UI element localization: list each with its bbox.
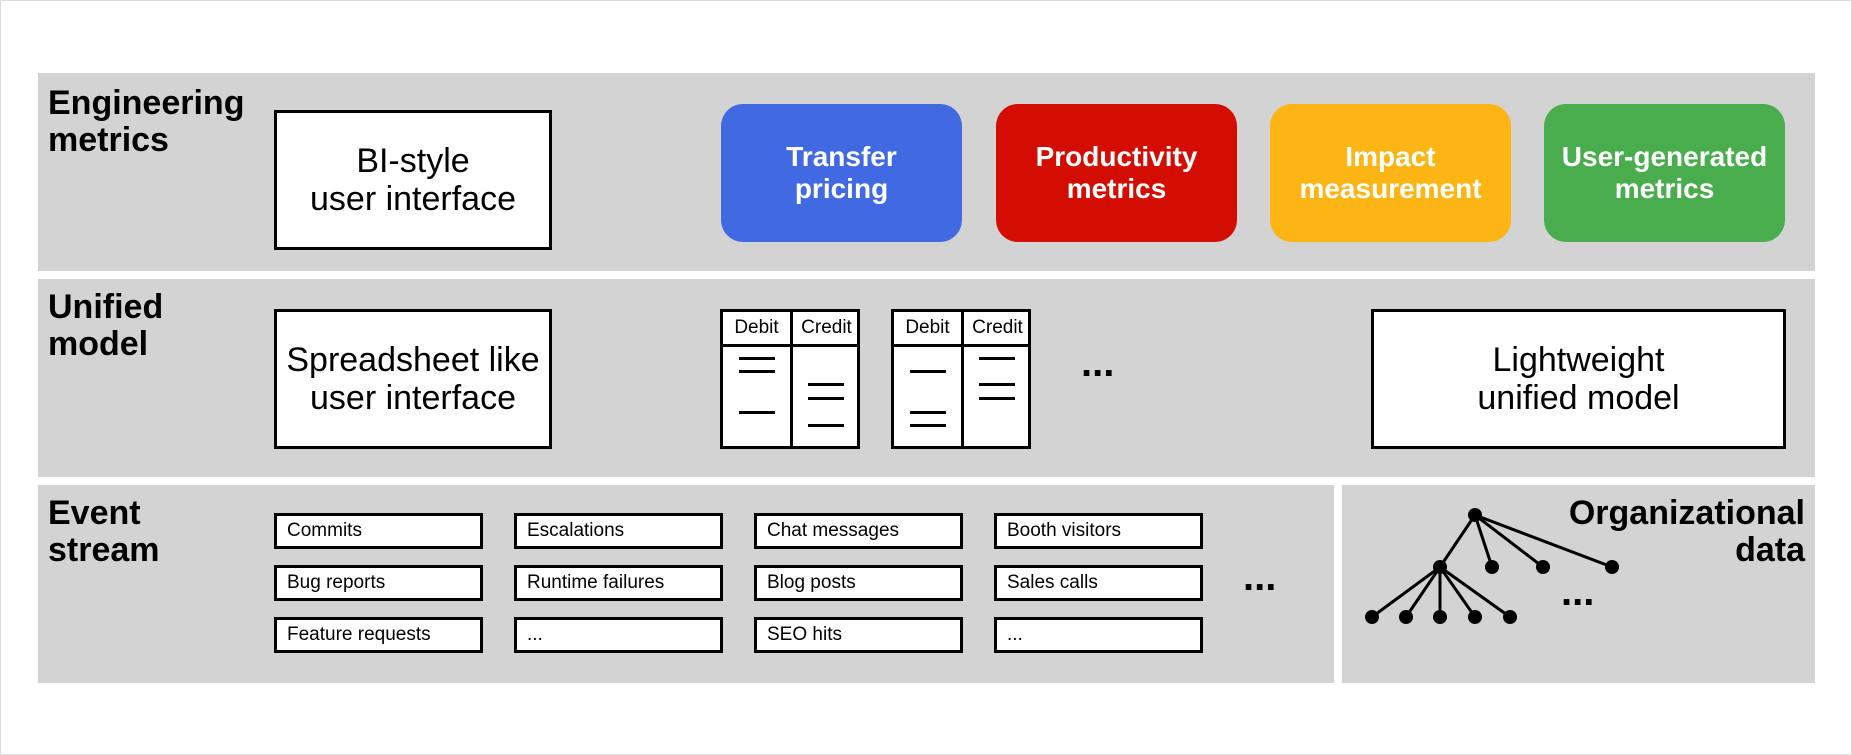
engineering-metrics-band: Engineering metrics BI-style user interf… [38, 73, 1815, 271]
event-source-box: Booth visitors [994, 513, 1203, 549]
ledger-1-credit-entry [808, 397, 844, 400]
org-tree-leaf-node [1468, 610, 1482, 624]
org-tree-leaf-node [1503, 610, 1517, 624]
org-tree-edges [1371, 513, 1613, 619]
user-generated-metrics-pill: User-generated metrics [1544, 104, 1785, 242]
org-tree-node [1605, 560, 1619, 574]
ledger-1-debit-entry [739, 411, 775, 414]
ledger-2-debit-entry [910, 411, 946, 414]
unified-model-label: Unified model [48, 288, 164, 363]
org-tree-icon [1365, 508, 1619, 624]
event-source-box: Feature requests [274, 617, 483, 653]
transfer-pricing-pill: Transfer pricing [721, 104, 962, 242]
event-source-box: Blog posts [754, 565, 963, 601]
event-stream-band: Event stream Commits Bug reports Feature… [38, 485, 1334, 683]
ledger-2-credit-header: Credit [972, 317, 1023, 338]
event-source-box: ... [994, 617, 1203, 653]
event-source-box: SEO hits [754, 617, 963, 653]
org-tree-root-node [1468, 508, 1482, 522]
org-tree-node [1485, 560, 1499, 574]
organizational-ellipsis: ... [1561, 570, 1595, 614]
event-source-box: Chat messages [754, 513, 963, 549]
ledger-1-column-divider [790, 312, 793, 446]
ledger-1-debit-entry [739, 370, 775, 373]
org-tree-node [1536, 560, 1550, 574]
event-source-box: Commits [274, 513, 483, 549]
ledger-1-header-divider [723, 344, 857, 347]
ledger-2-header-divider [894, 344, 1028, 347]
org-tree-leaf-node [1399, 610, 1413, 624]
event-source-box: Escalations [514, 513, 723, 549]
organizational-data-label: Organizational data [1568, 494, 1805, 569]
ledger-2-debit-header: Debit [905, 317, 950, 338]
productivity-metrics-pill: Productivity metrics [996, 104, 1237, 242]
event-source-box: Runtime failures [514, 565, 723, 601]
event-stream-ellipsis: ... [1243, 555, 1277, 599]
impact-measurement-pill: Impact measurement [1270, 104, 1511, 242]
ledger-1-debit-entry [739, 357, 775, 360]
event-source-box: ... [514, 617, 723, 653]
organizational-data-band: Organizational data [1342, 485, 1815, 683]
ledger-2-credit-entry [979, 383, 1015, 386]
engineering-metrics-label: Engineering metrics [48, 84, 245, 159]
event-source-box: Bug reports [274, 565, 483, 601]
event-stream-label: Event stream [48, 494, 160, 569]
ledger-2-debit-entry [910, 370, 946, 373]
ledger-1-credit-header: Credit [801, 317, 852, 338]
org-tree-leaf-node [1433, 610, 1447, 624]
bi-style-ui-box: BI-style user interface [274, 110, 552, 250]
lightweight-unified-model-box: Lightweight unified model [1371, 309, 1786, 449]
org-tree-node [1433, 560, 1447, 574]
ledger-1-debit-header: Debit [734, 317, 779, 338]
ledger-1-credit-entry [808, 424, 844, 427]
ledger-table-1: Debit Credit [720, 309, 860, 449]
ledger-2-column-divider [961, 312, 964, 446]
spreadsheet-ui-box: Spreadsheet like user interface [274, 309, 552, 449]
ledger-2-debit-entry [910, 424, 946, 427]
unified-model-ellipsis: ... [1081, 341, 1115, 385]
org-tree-leaf-node [1365, 610, 1379, 624]
ledger-table-2: Debit Credit [891, 309, 1031, 449]
ledger-2-credit-entry [979, 397, 1015, 400]
event-source-box: Sales calls [994, 565, 1203, 601]
unified-model-band: Unified model Spreadsheet like user inte… [38, 279, 1815, 477]
ledger-1-credit-entry [808, 383, 844, 386]
ledger-2-credit-entry [979, 357, 1015, 360]
org-tree-nodes [1365, 508, 1619, 624]
